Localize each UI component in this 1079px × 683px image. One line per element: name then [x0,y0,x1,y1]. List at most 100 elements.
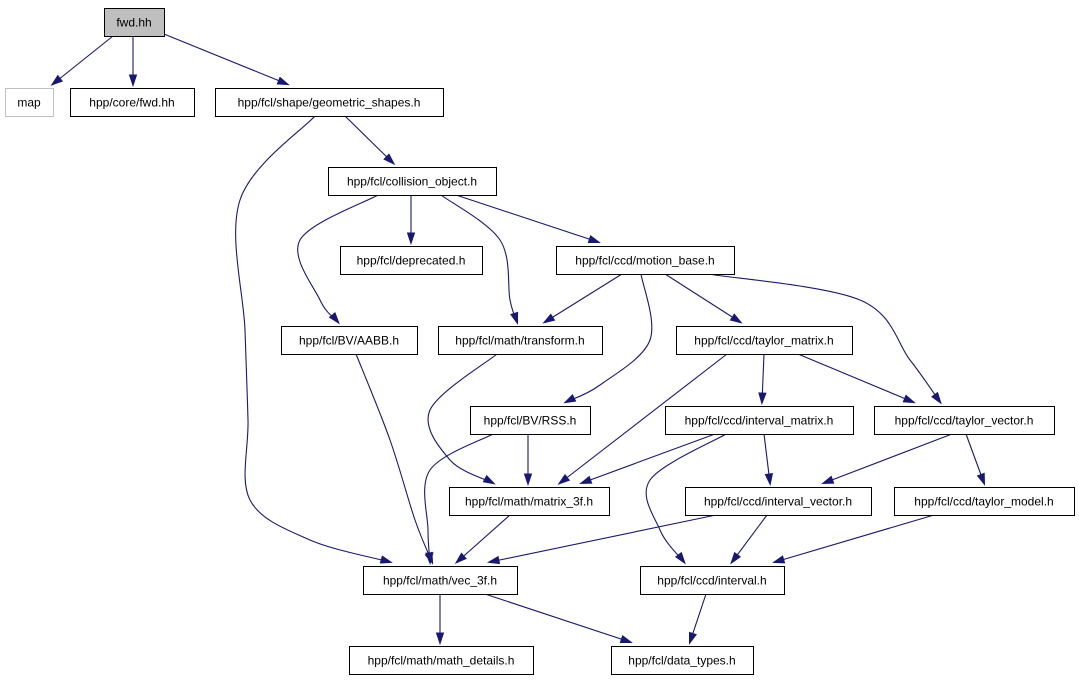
node-label: hpp/fcl/shape/geometric_shapes.h [238,96,421,110]
node-map: map [5,88,54,117]
node-label: hpp/fcl/BV/RSS.h [484,414,577,428]
arrowhead [619,634,633,643]
node-motion[interactable]: hpp/fcl/ccd/motion_base.h [556,246,735,275]
arrowhead [689,631,698,645]
edge-line [235,115,391,563]
node-box [438,326,603,355]
edge-collobj-to-transform [440,194,519,325]
nodes-layer: fwd.hh map hpp/core/fwd.hh hpp/fcl/shape/ge… [5,8,1075,675]
node-box [556,246,735,275]
node-box [894,487,1075,516]
arrowhead [406,232,416,246]
arrowhead [454,552,467,565]
node-fwd[interactable]: fwd.hh [104,8,165,37]
edge-interval_matrix-to-matrix3f [579,433,716,485]
edge-collobj-to-deprecated [406,195,416,246]
node-transform[interactable]: hpp/fcl/math/transform.h [438,326,603,355]
edge-vec3f-to-data_types [484,593,633,643]
node-interval[interactable]: hpp/fcl/ccd/interval.h [640,566,785,595]
node-box [685,487,872,516]
edge-motion-to-transform [542,273,623,324]
edge-line [427,353,498,484]
edge-transform-to-matrix3f [427,353,498,485]
node-box [5,88,54,117]
edge-taylor_vector-to-taylor_model [965,433,986,486]
edge-geom-to-collobj [344,115,396,166]
edge-line [297,194,379,323]
arrowhead [902,394,916,404]
edge-fwd-to-geom [163,33,290,86]
node-label: hpp/fcl/math/vec_3f.h [383,574,497,588]
node-label: hpp/fcl/ccd/motion_base.h [575,254,714,268]
node-aabb[interactable]: hpp/fcl/BV/AABB.h [281,326,418,355]
node-label: hpp/fcl/ccd/taylor_vector.h [895,414,1034,428]
edge-taylor_matrix-to-matrix3f [557,353,728,485]
arrowhead [510,311,519,325]
node-collobj[interactable]: hpp/fcl/collision_object.h [328,167,497,196]
edge-motion-to-taylor_vector [707,273,942,405]
arrowhead [128,74,138,88]
arrowhead [328,311,340,325]
node-geom[interactable]: hpp/fcl/shape/geometric_shapes.h [215,88,444,117]
arrowhead [435,632,445,646]
node-vec3f[interactable]: hpp/fcl/math/vec_3f.h [363,566,518,595]
edge-interval_matrix-to-interval [645,433,727,565]
node-label: hpp/fcl/BV/AABB.h [299,334,399,348]
edge-rss-to-vec3f [424,433,494,566]
edge-line [731,514,768,563]
edge-geom-to-vec3f [235,115,393,564]
node-label: hpp/fcl/ccd/interval_vector.h [704,495,852,509]
node-box [640,566,785,595]
node-box [470,406,591,435]
edge-line [774,514,935,563]
edge-fwd-to-map [50,35,114,86]
node-taylor-model[interactable]: hpp/fcl/ccd/taylor_model.h [894,487,1075,516]
edge-line [52,35,114,85]
node-box [70,88,195,117]
arrowhead [772,555,786,564]
arrowhead [557,473,571,485]
edge-interval_vector-to-interval [730,514,768,565]
arrowhead [276,76,290,86]
node-label: hpp/fcl/ccd/interval_matrix.h [685,414,834,428]
node-label: map [17,96,41,110]
node-label: hpp/fcl/math/matrix_3f.h [465,495,593,509]
edge-vec3f-to-math_details [435,594,445,646]
node-box [104,8,165,37]
edge-line [344,115,394,164]
arrowhead [579,475,593,485]
node-core-fwd[interactable]: hpp/core/fwd.hh [70,88,195,117]
node-label: hpp/fcl/math/transform.h [455,334,584,348]
edge-motion-to-rss [563,273,653,404]
node-label: hpp/fcl/ccd/taylor_matrix.h [694,334,833,348]
edge-line [565,273,653,403]
node-box [611,646,754,675]
node-deprecated[interactable]: hpp/fcl/deprecated.h [340,246,483,275]
node-matrix3f[interactable]: hpp/fcl/math/matrix_3f.h [449,487,610,516]
arrowhead [523,473,533,487]
arrowhead [587,234,601,243]
node-interval-matrix[interactable]: hpp/fcl/ccd/interval_matrix.h [665,406,854,435]
node-label: hpp/fcl/data_types.h [628,654,735,668]
node-interval-vector[interactable]: hpp/fcl/ccd/interval_vector.h [685,487,872,516]
edge-aabb-to-vec3f [355,353,434,565]
edge-line [355,353,433,563]
edge-collobj-to-aabb [297,194,379,325]
node-math-details[interactable]: hpp/fcl/math/math_details.h [349,646,534,675]
node-box [676,326,853,355]
node-taylor-vector[interactable]: hpp/fcl/ccd/taylor_vector.h [874,406,1055,435]
edge-line [484,593,631,643]
node-taylor-matrix[interactable]: hpp/fcl/ccd/taylor_matrix.h [676,326,853,355]
edge-line [581,433,716,484]
arrowhead [486,555,501,565]
node-rss[interactable]: hpp/fcl/BV/RSS.h [470,406,591,435]
edge-line [424,433,494,563]
node-box [449,487,610,516]
edge-taylor_matrix-to-taylor_vector [797,353,916,404]
edge-interval-to-data_types [689,593,707,645]
node-data-types[interactable]: hpp/fcl/data_types.h [611,646,754,675]
edge-line [645,433,727,563]
edge-line [455,194,599,243]
edge-collobj-to-motion [455,194,601,243]
edge-line [456,514,511,563]
